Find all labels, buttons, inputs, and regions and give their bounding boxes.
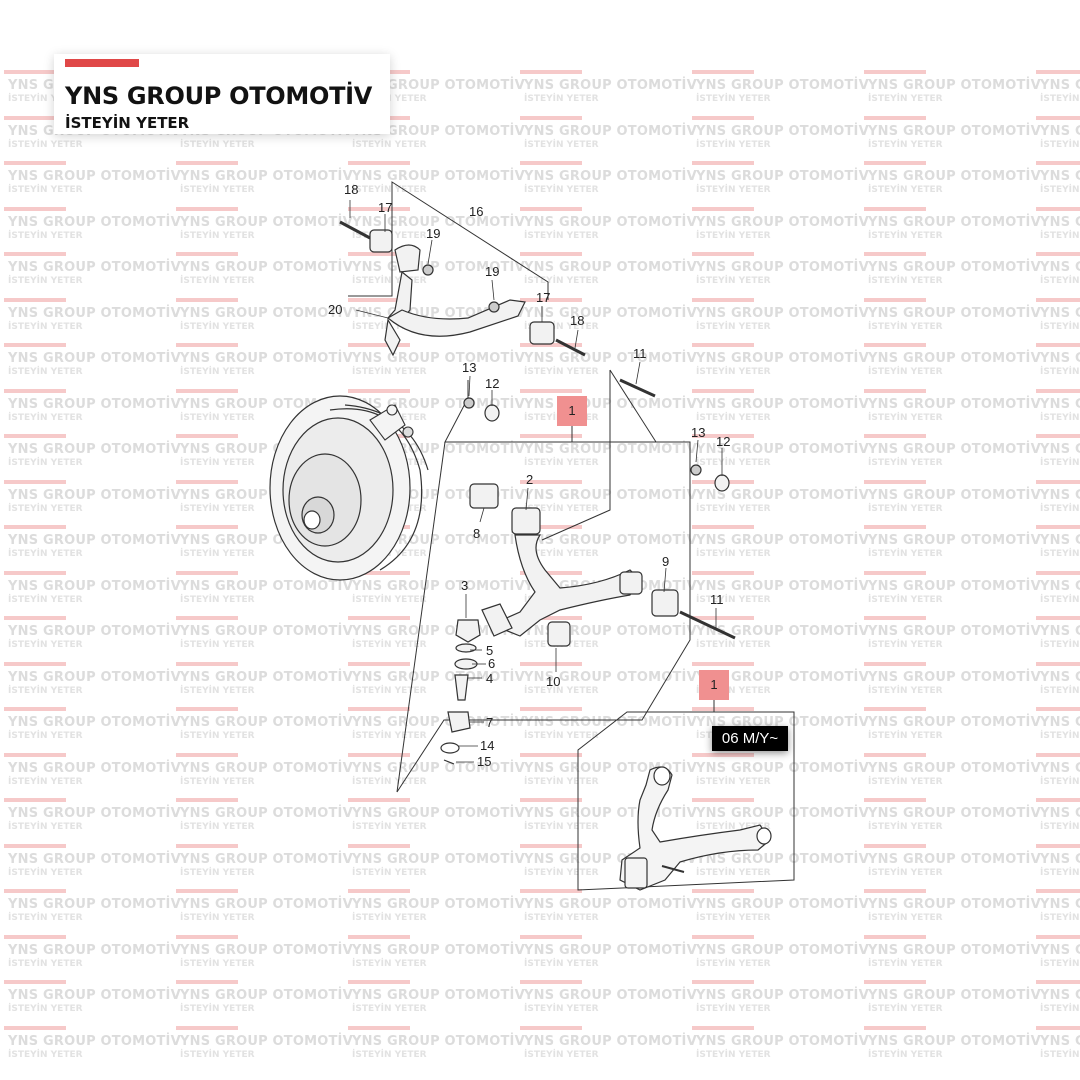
callout-14: 14: [480, 738, 494, 753]
callout-2: 2: [526, 472, 533, 487]
callout-19: 19: [426, 226, 440, 241]
callout-3: 3: [461, 578, 468, 593]
callout-10: 10: [546, 674, 560, 689]
callout-7: 7: [486, 715, 493, 730]
callout-labels: 18 17 19 16 19 17 18 20 11 13 12 13 12 2…: [328, 182, 730, 769]
callout-19: 19: [485, 264, 499, 279]
reference-number-main: 1: [568, 403, 576, 418]
callout-5: 5: [486, 643, 493, 658]
callout-18: 18: [570, 313, 584, 328]
callout-13: 13: [462, 360, 476, 375]
callout-17: 17: [536, 290, 550, 305]
variant-lower-arm: [619, 766, 772, 891]
callout-8: 8: [473, 526, 480, 541]
callout-12: 12: [716, 434, 730, 449]
callout-15: 15: [477, 754, 491, 769]
callout-6: 6: [488, 656, 495, 671]
callout-12: 12: [485, 376, 499, 391]
callout-13: 13: [691, 425, 705, 440]
brand-logo-card: YNS GROUP OTOMOTİV İSTEYİN YETER: [54, 54, 390, 134]
callout-11: 11: [710, 592, 724, 607]
brand-accent-bar: [65, 59, 139, 67]
callout-4: 4: [486, 671, 493, 686]
callout-18: 18: [344, 182, 358, 197]
callout-16: 16: [469, 204, 483, 219]
brake-disc: [269, 395, 429, 581]
callout-11: 11: [633, 346, 647, 361]
callout-20: 20: [328, 302, 342, 317]
reference-box-main: [557, 396, 587, 426]
reference-box-variant: [699, 670, 729, 700]
callout-9: 9: [662, 554, 669, 569]
callout-17: 17: [378, 200, 392, 215]
model-year-badge: 06 M/Y~: [712, 726, 788, 751]
brand-tagline: İSTEYİN YETER: [65, 114, 190, 132]
upper-control-arm: [339, 220, 586, 357]
brand-name: YNS GROUP OTOMOTİV: [65, 82, 373, 110]
lower-control-arm: [440, 378, 736, 765]
reference-number-variant: 1: [710, 677, 718, 692]
